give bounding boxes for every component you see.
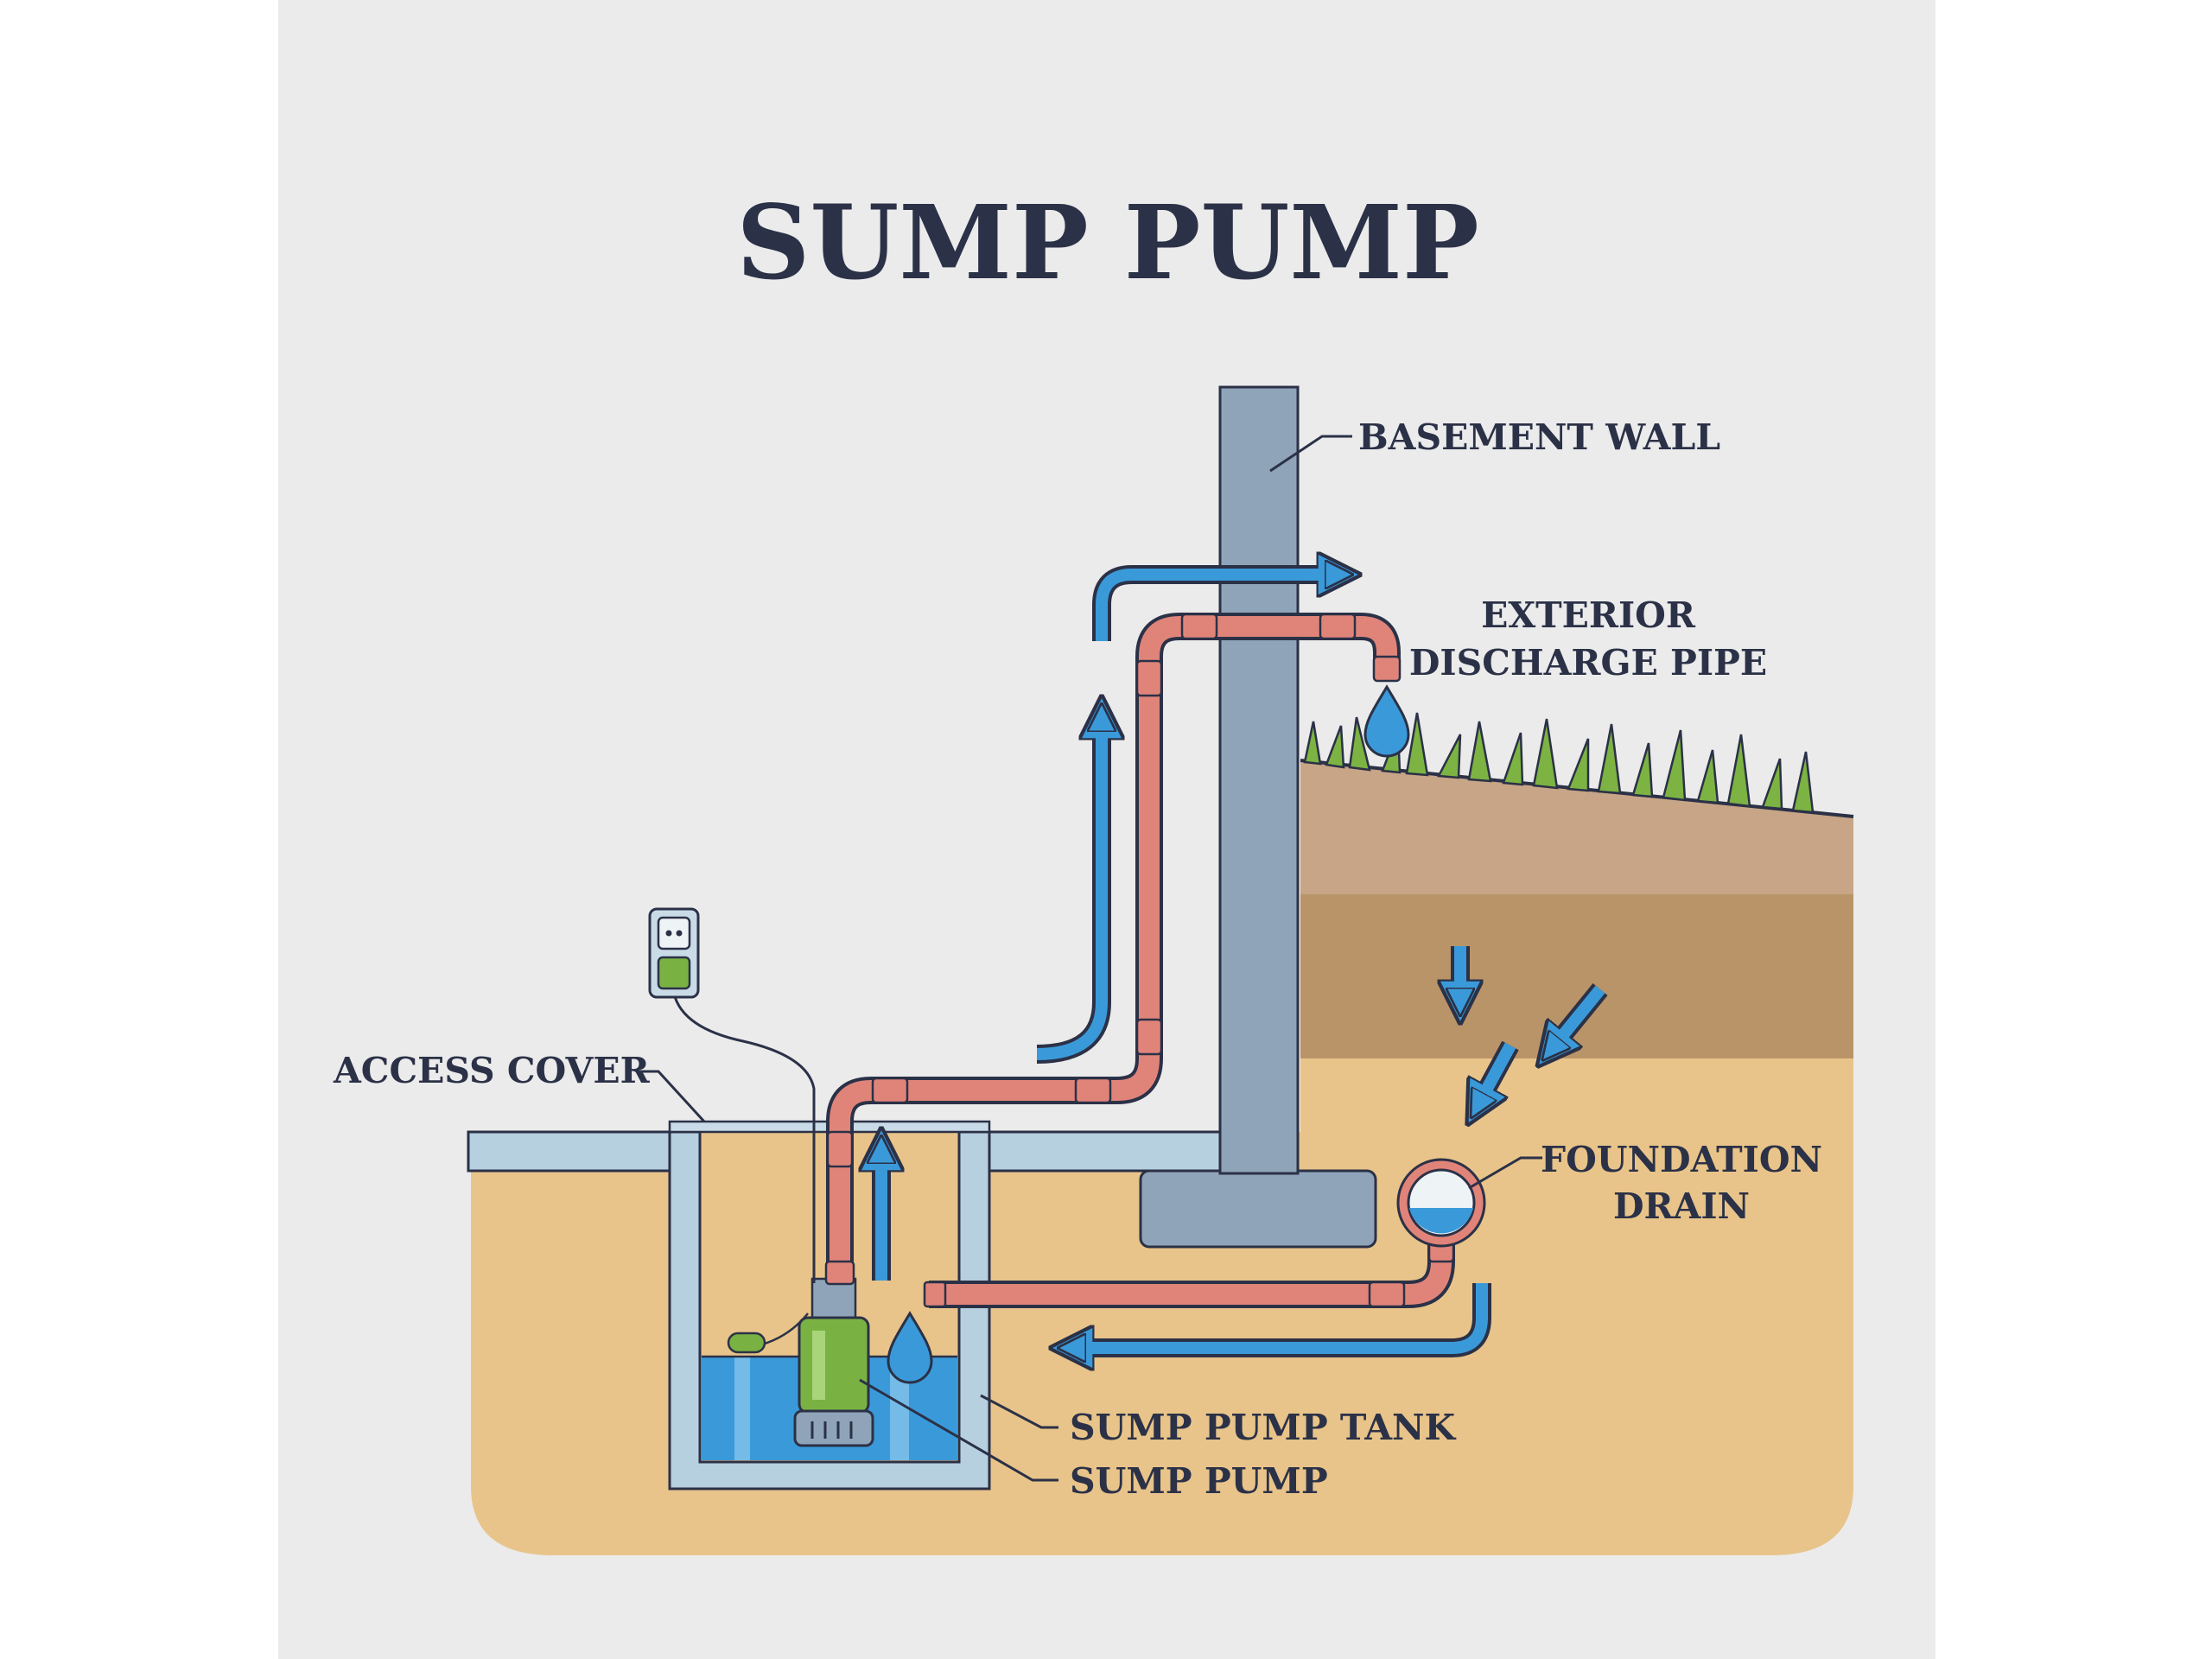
label-sump-pump-tank: SUMP PUMP TANK — [1070, 1407, 1456, 1448]
floor-slab-right — [988, 1130, 1222, 1173]
flow-arrow-icon — [1071, 1283, 1491, 1348]
flow-arrow-icon — [1478, 1040, 1519, 1106]
diagram-title: SUMP PUMP — [736, 182, 1479, 302]
water-drop-icon — [1363, 684, 1410, 758]
floor-slab-left — [467, 1130, 671, 1173]
label-foundation-drain-line2: DRAIN — [1613, 1185, 1750, 1227]
label-exterior-discharge-pipe-line2: DISCHARGE PIPE — [1409, 642, 1767, 683]
basement-wall — [1218, 385, 1300, 1175]
foundation-drain-pipe — [923, 1158, 1486, 1308]
power-cord — [672, 993, 816, 1283]
outlet-icon — [648, 907, 700, 999]
flow-arrow-icon — [1036, 717, 1102, 1064]
leader-lines — [639, 435, 1542, 1482]
water-drop-icon — [887, 1311, 933, 1384]
sump-pump — [727, 1277, 874, 1447]
flow-arrows — [881, 575, 1608, 1348]
discharge-pipe — [824, 613, 1402, 1286]
label-access-cover: ACCESS COVER — [333, 1050, 651, 1091]
label-basement-wall: BASEMENT WALL — [1358, 416, 1720, 458]
label-foundation-drain-line1: FOUNDATION — [1541, 1139, 1822, 1180]
float-switch — [727, 1332, 766, 1354]
soil-dark-layer — [1300, 894, 1853, 1058]
flow-arrow-icon — [1551, 983, 1608, 1050]
label-sump-pump: SUMP PUMP — [1070, 1460, 1328, 1502]
flow-arrow-icon — [1092, 575, 1339, 641]
wall-footing — [1139, 1169, 1377, 1249]
soil-top-layer — [1300, 760, 1853, 894]
label-exterior-discharge-pipe-line1: EXTERIOR — [1481, 594, 1696, 636]
